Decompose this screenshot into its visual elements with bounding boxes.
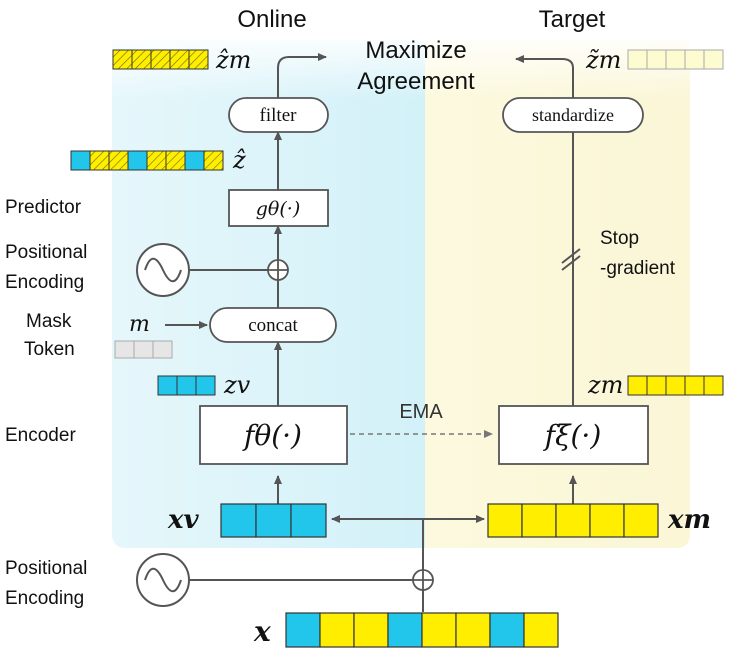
online-encoder-function: fθ(·): [242, 419, 302, 452]
filter-box: filter: [228, 97, 329, 133]
z-hat-m-tokens: [112, 49, 209, 70]
filter-to-objective-arrow: [277, 53, 327, 98]
z-v-symbol: zv: [223, 371, 251, 399]
concat-box-label: concat: [248, 315, 298, 336]
stop-gradient-line-2: -gradient: [600, 258, 676, 279]
mask-symbol: m: [129, 312, 150, 337]
x-m-symbol: xm: [667, 505, 711, 535]
z-tilde-m-symbol: z̃m: [585, 46, 621, 74]
z-tilde-m-tokens: [627, 49, 724, 70]
mask-token-label-line-2: Token: [24, 339, 75, 360]
positional-encoding-upper-line-1: Positional: [5, 242, 87, 263]
target-connections: [515, 55, 581, 504]
x-v-symbol: xv: [167, 505, 200, 535]
objective-line-2: Agreement: [357, 68, 475, 95]
z-hat-m-symbol: ẑm: [215, 46, 251, 74]
x-tokens: [285, 612, 559, 648]
stop-gradient-line-1: Stop: [600, 228, 639, 249]
filter-box-label: filter: [260, 105, 298, 126]
standardize-box-label: standardize: [532, 105, 614, 125]
online-encoder-box: fθ(·): [199, 405, 348, 465]
encoder-label: Encoder: [5, 425, 76, 446]
z-v-tokens: [157, 375, 216, 396]
target-encoder-function: fξ(·): [543, 419, 602, 452]
z-m-symbol: zm: [587, 371, 623, 399]
concat-box: concat: [209, 307, 337, 343]
predictor-function: gθ(·): [256, 198, 300, 220]
positional-encoding-lower-line-2: Encoding: [5, 588, 84, 609]
predictor-box: gθ(·): [228, 189, 329, 227]
predictor-label: Predictor: [5, 197, 82, 218]
stop-gradient-slash-1: [561, 248, 581, 264]
stop-gradient-slash-2: [561, 255, 581, 271]
z-hat-tokens: [70, 150, 224, 171]
x-v-tokens: [220, 503, 327, 538]
sine-wave-icon: [136, 553, 190, 607]
target-encoder-box: fξ(·): [498, 405, 649, 465]
upper-add-op: [267, 259, 289, 281]
z-m-tokens: [627, 375, 724, 396]
mask-token-cells: [114, 340, 173, 359]
lower-add-op: [412, 569, 434, 591]
sine-wave-icon: [136, 243, 190, 297]
x-m-tokens: [487, 503, 659, 538]
online-header: Online: [237, 6, 306, 33]
standardize-to-objective-arrow: [515, 55, 574, 98]
z-hat-symbol: ẑ: [232, 146, 246, 174]
positional-encoding-lower-line-1: Positional: [5, 558, 87, 579]
x-symbol: x: [253, 615, 271, 648]
input-split-connections: [189, 515, 485, 612]
ema-label: EMA: [399, 401, 443, 423]
target-header: Target: [539, 6, 606, 33]
objective-line-1: Maximize: [365, 37, 466, 64]
positional-encoding-upper-line-2: Encoding: [5, 272, 84, 293]
mask-token-label-line-1: Mask: [26, 311, 72, 332]
standardize-box: standardize: [502, 97, 644, 133]
